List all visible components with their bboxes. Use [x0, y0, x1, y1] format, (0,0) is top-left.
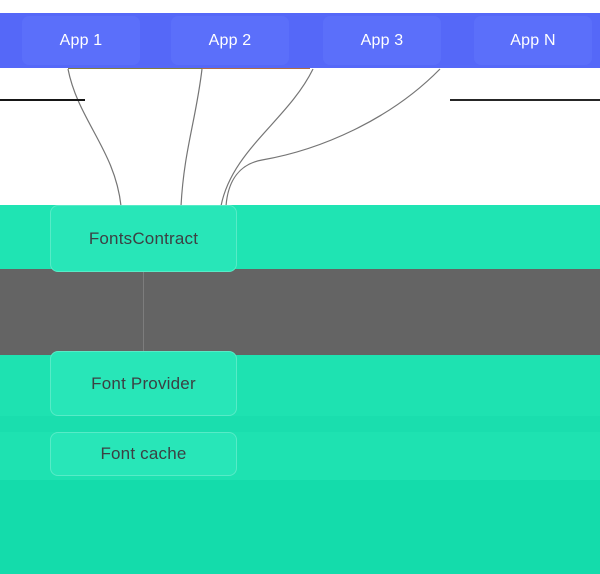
app-box-3: App 3: [323, 16, 441, 65]
contract-to-provider-connector: [143, 272, 144, 351]
font-provider-box: Font Provider: [50, 351, 237, 416]
artifact-line-left: [0, 99, 85, 101]
app-label-n: App N: [510, 31, 556, 49]
artifact-line-rust: [202, 68, 310, 69]
curve-app2: [180, 68, 203, 206]
app-label-3: App 3: [360, 31, 404, 49]
artifact-line-right: [450, 99, 600, 101]
app-label-2: App 2: [208, 31, 252, 49]
app-box-2: App 2: [171, 16, 289, 65]
app-box-1: App 1: [22, 16, 140, 65]
curve-appn: [225, 68, 441, 206]
fonts-contract-box: FontsContract: [50, 205, 237, 272]
font-provider-label: Font Provider: [91, 373, 196, 393]
bottom-band: [0, 480, 600, 574]
curve-app3: [220, 68, 314, 206]
font-cache-label: Font cache: [100, 444, 187, 463]
process-boundary-band: [0, 269, 600, 355]
provider-cache-divider-band: [0, 416, 600, 432]
fonts-contract-label: FontsContract: [88, 228, 199, 248]
app-box-n: App N: [474, 16, 592, 65]
curve-app1: [67, 68, 122, 206]
font-cache-box: Font cache: [50, 432, 237, 476]
app-label-1: App 1: [59, 31, 103, 49]
connector-curves: [67, 68, 441, 206]
artifact-line-olive: [68, 68, 202, 69]
